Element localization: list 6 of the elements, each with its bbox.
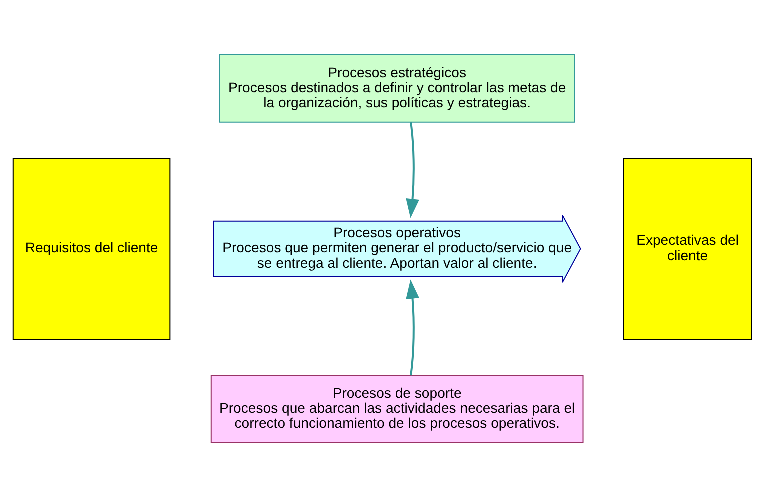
node-box: Procesos estratégicos Procesos destinados a definir y controlar las metas de la organización, sus políticas y estrategias. [218, 54, 575, 123]
node-box: Procesos de soporte Procesos que abarcan las actividades necesarias para el correcto funcionamiento de los procesos operativos. [210, 375, 584, 444]
node-box: Expectativas del cliente [622, 158, 752, 340]
arrow [406, 122, 419, 218]
arrow [406, 280, 419, 376]
node-box: Requisitos del cliente [12, 158, 170, 340]
